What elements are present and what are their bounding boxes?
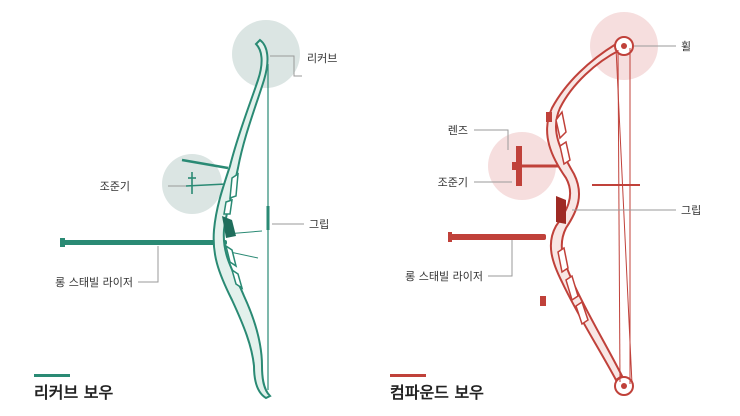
compound-bow-figure: 휠 렌즈 조준기 그립 롱 스태빌 라이저 컴파운드 보우 bbox=[390, 12, 701, 402]
compound-lens-label: 렌즈 bbox=[448, 124, 468, 137]
compound-stabilizer-label: 롱 스태빌 라이저 bbox=[405, 270, 483, 283]
compound-stabilizer bbox=[448, 232, 546, 242]
recurve-grip-label: 그립 bbox=[309, 218, 329, 231]
compound-riser-windows bbox=[555, 110, 589, 326]
compound-caption-bar bbox=[390, 374, 426, 377]
recurve-stabilizer bbox=[60, 238, 227, 247]
recurve-grip bbox=[222, 216, 236, 238]
compound-caption: 컴파운드 보우 bbox=[390, 383, 484, 402]
recurve-limb-leader bbox=[270, 55, 302, 77]
compound-lower-limb-tip bbox=[540, 296, 546, 306]
recurve-sight bbox=[181, 158, 229, 194]
recurve-limb-label: 리커브 bbox=[307, 52, 337, 65]
compound-wheel-label: 휠 bbox=[681, 40, 691, 53]
compound-sight bbox=[512, 146, 558, 186]
compound-sight-label: 조준기 bbox=[438, 176, 468, 189]
compound-grip-label: 그립 bbox=[681, 204, 701, 217]
recurve-bow-body bbox=[212, 38, 272, 400]
compound-lens-leader bbox=[474, 129, 509, 150]
compound-stabilizer-leader bbox=[488, 240, 513, 277]
recurve-riser-windows bbox=[223, 172, 244, 290]
recurve-stabilizer-label: 롱 스태빌 라이저 bbox=[55, 276, 133, 289]
recurve-caption-bar bbox=[34, 374, 70, 377]
compound-strings bbox=[615, 47, 633, 385]
compound-lens bbox=[516, 146, 522, 186]
recurve-bow-figure: 리커브 조준기 그립 롱 스태빌 라이저 리커브 보우 bbox=[34, 20, 337, 402]
recurve-sight-label: 조준기 bbox=[100, 180, 130, 193]
recurve-caption: 리커브 보우 bbox=[34, 383, 113, 402]
compound-upper-wheel bbox=[614, 36, 634, 56]
recurve-stabilizer-leader bbox=[138, 246, 159, 283]
compound-upper-limb-tip bbox=[546, 112, 552, 122]
compound-grip bbox=[556, 196, 566, 224]
